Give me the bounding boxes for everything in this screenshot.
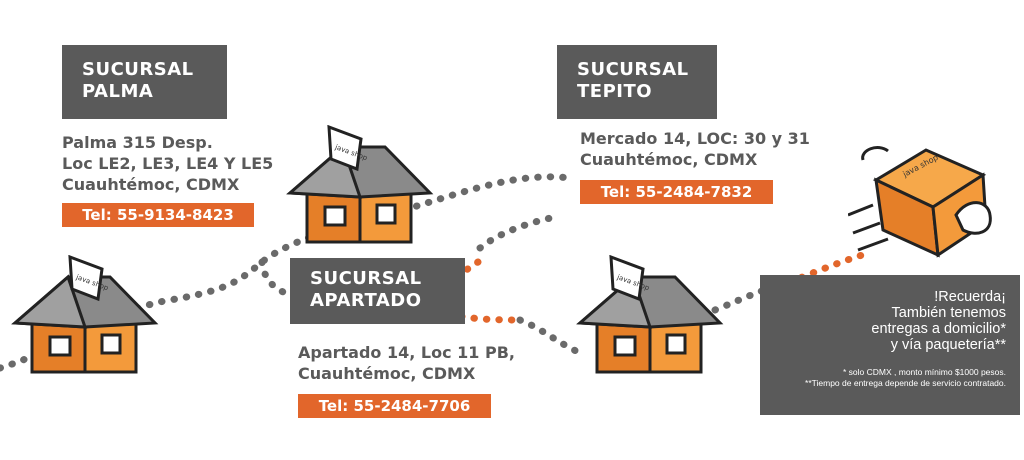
branch-title-palma: SUCURSAL PALMA	[62, 45, 227, 119]
house-icon-apartado: java shop	[576, 255, 724, 374]
address-line: Cuauhtémoc, CDMX	[298, 364, 476, 383]
branch-phone-palma[interactable]: Tel: 55-9134-8423	[62, 203, 254, 227]
branch-title-line: SUCURSAL	[82, 59, 194, 80]
route-dots-gray-4	[516, 316, 589, 359]
address-line: Cuauhtémoc, CDMX	[62, 175, 240, 194]
route-dots-gray-3	[476, 212, 564, 252]
house-icon-palma: java shop	[286, 125, 434, 244]
reminder-note: * solo CDMX , monto mínimo $1000 pesos.	[843, 367, 1006, 377]
branch-title-line: SUCURSAL	[577, 59, 689, 80]
address-line: Palma 315 Desp.	[62, 133, 213, 152]
address-line: Cuauhtémoc, CDMX	[580, 150, 758, 169]
reminder-footnotes: * solo CDMX , monto mínimo $1000 pesos. …	[770, 367, 1006, 389]
branch-phone-tepito[interactable]: Tel: 55-2484-7832	[580, 180, 773, 204]
branch-phone-apartado[interactable]: Tel: 55-2484-7706	[298, 394, 491, 418]
branch-address-palma: Palma 315 Desp. Loc LE2, LE3, LE4 Y LE5 …	[62, 132, 273, 195]
branch-address-apartado: Apartado 14, Loc 11 PB, Cuauhtémoc, CDMX	[298, 342, 515, 384]
branch-address-tepito: Mercado 14, LOC: 30 y 31 Cuauhtémoc, CDM…	[580, 128, 810, 170]
address-line: Loc LE2, LE3, LE4 Y LE5	[62, 154, 274, 173]
reminder-line: y vía paquetería**	[890, 337, 1006, 353]
reminder-line: !Recuerda¡	[934, 289, 1006, 305]
house-icon-left: java shop	[11, 255, 159, 374]
reminder-text: !Recuerda¡ También tenemos entregas a do…	[770, 289, 1006, 353]
branch-title-line: PALMA	[82, 81, 154, 102]
branch-title-line: SUCURSAL	[310, 268, 422, 289]
reminder-line: También tenemos	[891, 305, 1006, 321]
branch-title-line: TEPITO	[577, 81, 653, 102]
branch-title-tepito: SUCURSAL TEPITO	[557, 45, 717, 119]
reminder-note: **Tiempo de entrega depende de servicio …	[805, 378, 1006, 388]
branch-title-apartado: SUCURSAL APARTADO	[290, 258, 465, 324]
delivery-box-icon: java shop	[848, 146, 992, 258]
branch-title-line: APARTADO	[310, 290, 422, 311]
delivery-reminder-panel: !Recuerda¡ También tenemos entregas a do…	[760, 275, 1020, 415]
address-line: Mercado 14, LOC: 30 y 31	[580, 129, 810, 148]
address-line: Apartado 14, Loc 11 PB,	[298, 343, 515, 362]
reminder-line: entregas a domicilio*	[871, 321, 1006, 337]
